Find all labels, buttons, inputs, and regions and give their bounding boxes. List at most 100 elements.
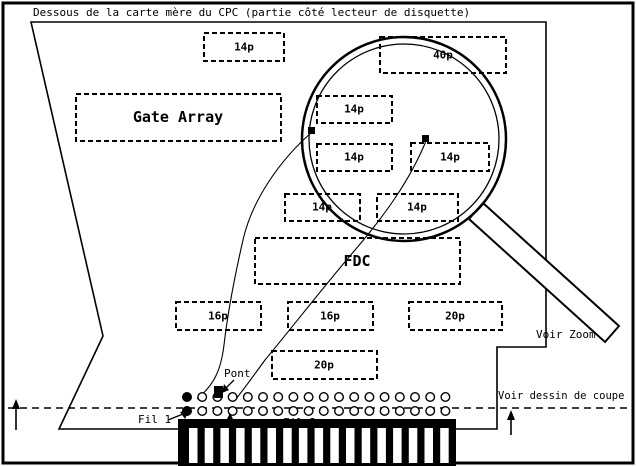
pont-arrow-line [225,379,235,389]
voir-zoom-label: Voir Zoom [536,328,596,341]
chip-fdc: FDC [254,237,461,285]
chip-label: Gate Array [133,108,223,126]
solder-hole [303,406,314,417]
chip-label: 14p [234,41,254,54]
chip-14p-lens-left: 14p [316,143,393,172]
chip-20p-bottom: 20p [271,350,378,380]
solder-hole [318,392,329,403]
solder-hole [379,392,390,403]
connector-finger [346,428,355,463]
solder-hole [227,392,238,403]
connector-finger [377,428,386,463]
chip-16p-left: 16p [175,301,262,331]
board-outline [29,21,547,430]
connector-finger [298,428,308,463]
fil1-arrow-line [167,413,184,421]
connector-finger [408,428,418,463]
solder-point-1 [308,127,315,134]
fil2-arrowhead [226,413,234,421]
solder-hole [273,406,284,417]
connector-finger [204,428,214,463]
pont-mark [214,386,223,398]
chip-label: 14p [440,151,460,164]
chip-label: 20p [445,310,465,323]
chip-label: FDC [343,252,370,270]
diagram-title: Dessous de la carte mère du CPC (partie … [33,6,470,19]
solder-hole [288,406,299,417]
connector-finger [440,428,449,463]
solder-holes [181,392,451,417]
solder-hole [212,406,223,417]
solder-hole [440,392,451,403]
solder-hole [440,406,451,417]
connector-finger [424,428,433,463]
chip-14p-top: 14p [203,32,285,62]
chip-label: 16p [320,310,340,323]
solder-hole [288,392,299,403]
solder-hole [410,406,421,417]
solder-hole [227,406,238,417]
magnifier-lens-inner [308,43,500,235]
chip-16p-mid: 16p [287,301,374,331]
solder-hole [334,406,345,417]
solder-hole [364,406,375,417]
solder-hole [410,392,421,403]
solder-hole [394,392,405,403]
solder-hole [349,392,360,403]
pont-arrowhead [222,384,229,393]
solder-hole [258,392,269,403]
magnifier [300,35,621,344]
chip-label: 14p [344,103,364,116]
fil1-label: Fil 1 [138,413,171,426]
solder-hole [334,392,345,403]
connector-finger [236,428,245,463]
connector-finger [283,428,292,463]
voir-coupe-label: Voir dessin de coupe [498,390,624,402]
fil2-label: Fil 2 [283,416,316,429]
connector-finger [314,428,324,463]
chip-label: 16p [208,310,228,323]
solder-hole [242,392,253,403]
solder-hole [425,406,436,417]
chip-14p-lens-upper: 14p [316,95,393,124]
solder-hole [394,406,405,417]
chip-label: 14p [407,201,427,214]
magnifier-lens-outer [300,35,508,243]
connector-finger [267,428,276,463]
solder-hole [364,392,375,403]
chip-14p-lens-right: 14p [410,142,490,172]
solder-hole [318,406,329,417]
chip-label: 20p [314,359,334,372]
chip-14p-mid-right: 14p [376,193,459,222]
chip-20p-right: 20p [408,301,503,331]
solder-hole [181,392,192,403]
edge-connector [178,419,456,466]
solder-point-2 [422,135,429,142]
chip-label: 14p [344,151,364,164]
chip-40p: 40p [379,36,507,74]
solder-hole [425,392,436,403]
chip-label: 14p [312,201,332,214]
wire-fil2-path [235,140,427,400]
connector-finger [251,428,261,463]
connector-finger [189,428,198,463]
connector-stripes [189,428,449,463]
solder-hole [197,406,208,417]
solder-hole [273,392,284,403]
chip-gate-array: Gate Array [75,93,282,142]
connector-finger [330,428,339,463]
wire-fil1-path [196,131,313,400]
solder-hole [242,406,253,417]
section-arrow-right [507,410,515,435]
connector-finger [220,428,229,463]
fil1-arrowhead [180,410,189,419]
solder-hole [303,392,314,403]
solder-hole [379,406,390,417]
pont-label: Pont [224,367,251,380]
solder-hole [197,392,208,403]
solder-hole [349,406,360,417]
solder-hole [258,406,269,417]
connector-finger [393,428,402,463]
chip-label: 40p [433,49,453,62]
